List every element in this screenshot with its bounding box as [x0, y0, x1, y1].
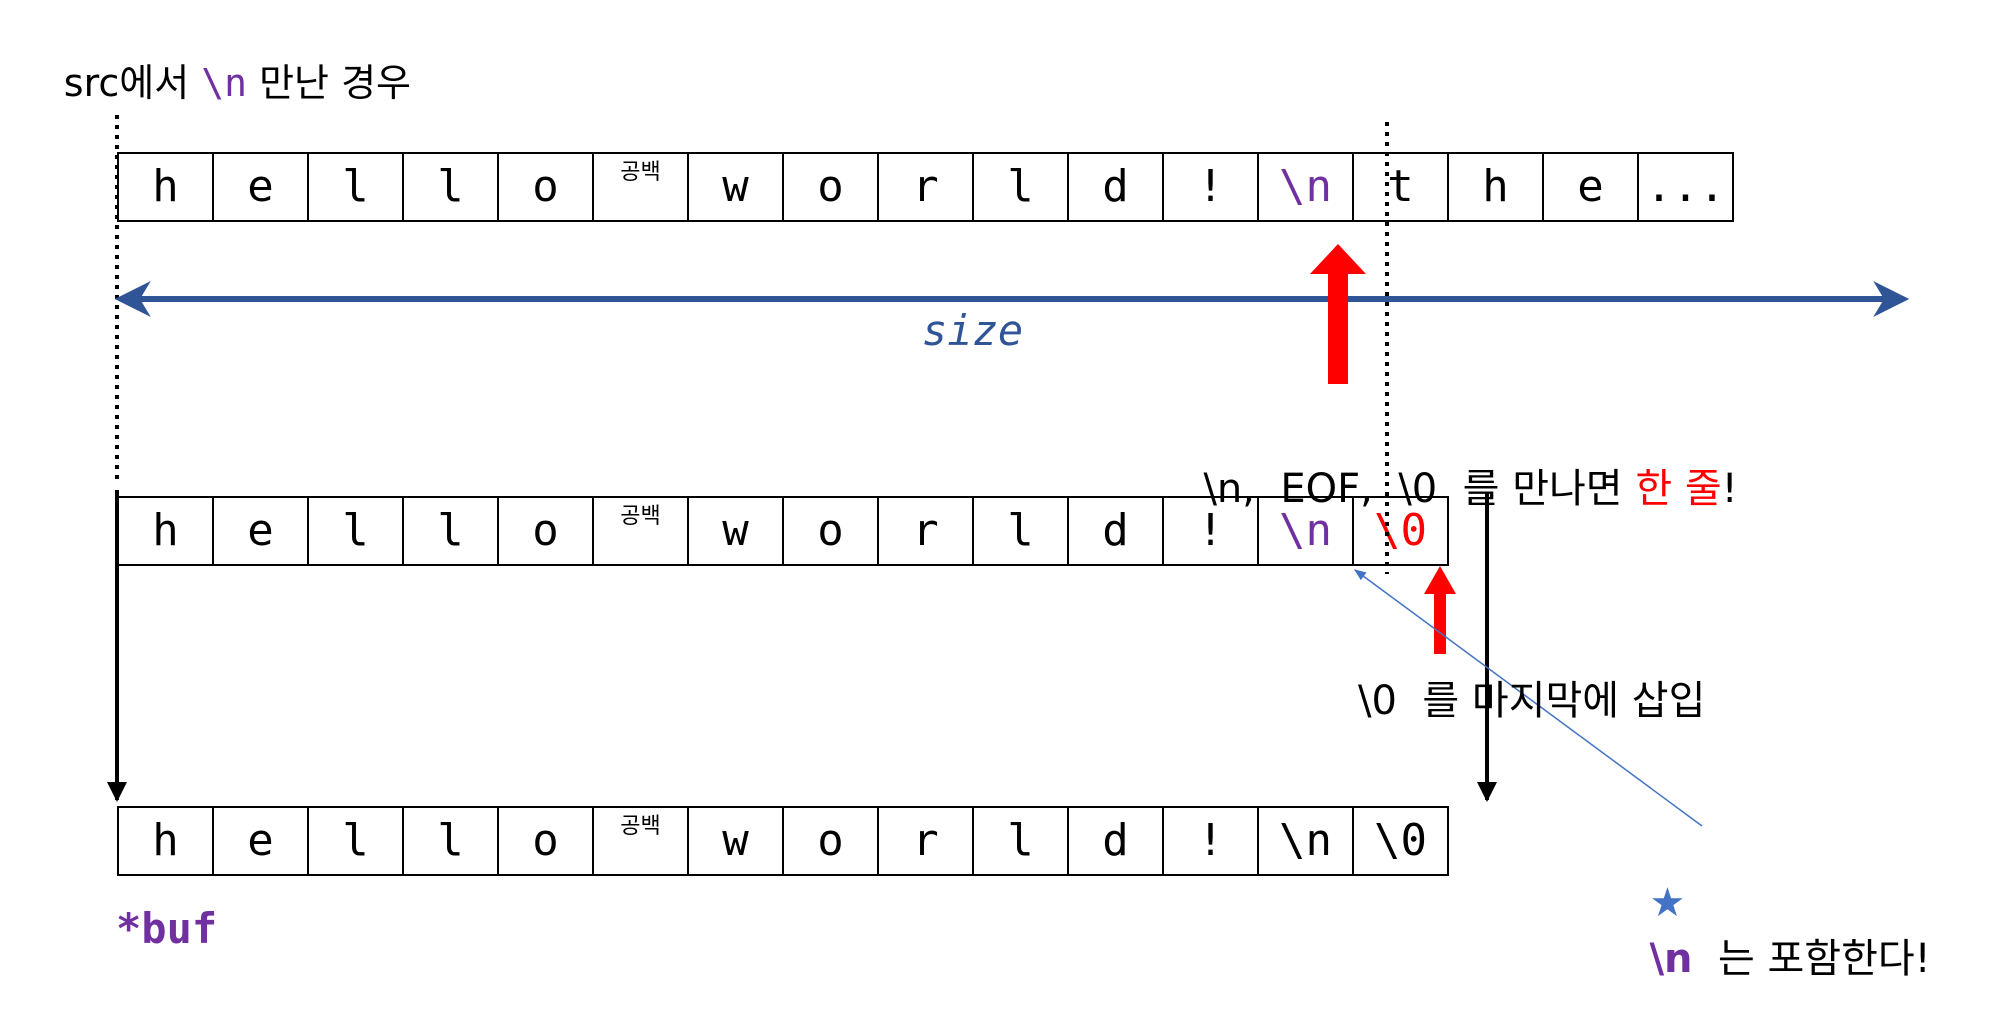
buf-cell: \0: [1352, 806, 1449, 876]
line-rule-prefix: \n, EOF, \0 를 만나면: [1203, 466, 1636, 512]
line-rule-label: \n, EOF, \0 를 만나면 한 줄!: [1178, 410, 1738, 514]
buf-cell: l: [402, 806, 499, 876]
include-newline: \n: [1649, 936, 1693, 982]
newline-pointer-arrow: [1310, 244, 1366, 384]
buf-row: h e l l o 공백 w o r l d ! \n \0: [117, 806, 1449, 876]
null-pointer-arrow: [1424, 566, 1456, 654]
buf-label: *buf: [116, 904, 218, 953]
src-cell: l: [972, 152, 1069, 222]
buf-cell: h: [117, 806, 214, 876]
src-cell: e: [1542, 152, 1639, 222]
line-rule-highlight: 한 줄: [1635, 466, 1722, 512]
middle-cell-null: \0: [1352, 496, 1449, 566]
src-cell: t: [1352, 152, 1449, 222]
include-rule-text: 는 포함한다!: [1692, 936, 1931, 982]
src-cell-ellipsis: ...: [1637, 152, 1734, 222]
include-pointer-line: [1354, 569, 1703, 827]
middle-row: h e l l o 공백 w o r l d ! \n \0: [117, 496, 1449, 566]
src-cell: o: [497, 152, 594, 222]
buf-cell: \n: [1257, 806, 1354, 876]
include-rule-label: ★ \n 는 포함한다!: [1624, 834, 1931, 984]
title-prefix: src에서: [63, 61, 202, 105]
title-suffix: 만난 경우: [247, 61, 412, 105]
diagram-title: src에서 \n 만난 경우: [18, 8, 411, 107]
insert-rule-label: \0 를 마지막에 삽입: [1358, 678, 1706, 724]
size-label: size: [922, 306, 1024, 355]
middle-cell-newline: \n: [1257, 496, 1354, 566]
src-row: h e l l o 공백 w o r l d ! \n t h e ...: [117, 152, 1734, 222]
line-rule-suffix: !: [1721, 466, 1738, 512]
title-newline: \n: [201, 61, 248, 105]
src-cell: o: [782, 152, 879, 222]
middle-cell: !: [1162, 496, 1259, 566]
star-icon: ★: [1649, 880, 1686, 926]
